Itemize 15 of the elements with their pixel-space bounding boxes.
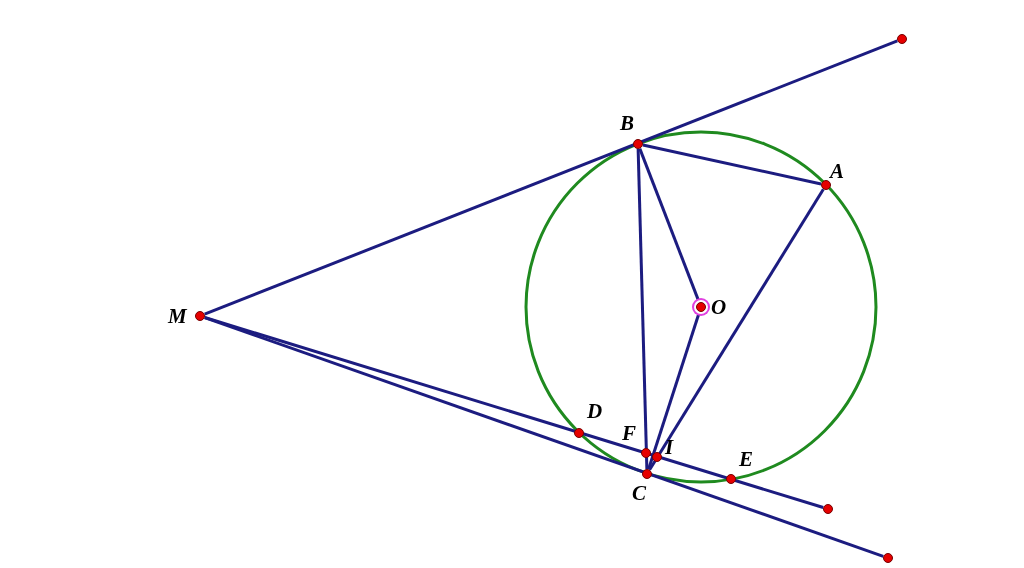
point-label: M xyxy=(168,305,187,327)
line-segment xyxy=(648,188,825,471)
point-label: A xyxy=(830,160,844,182)
line-segment xyxy=(642,143,822,186)
line-segment xyxy=(204,39,898,316)
point-label: E xyxy=(739,448,753,470)
point-label: C xyxy=(632,482,646,504)
point-label: F xyxy=(622,422,636,444)
point-label: O xyxy=(711,296,727,318)
line-segment xyxy=(204,316,824,509)
point-label: D xyxy=(587,400,603,422)
point-label: I xyxy=(665,436,674,458)
line-segment xyxy=(204,316,884,558)
line-segment xyxy=(636,148,649,470)
point-label: B xyxy=(620,112,634,134)
